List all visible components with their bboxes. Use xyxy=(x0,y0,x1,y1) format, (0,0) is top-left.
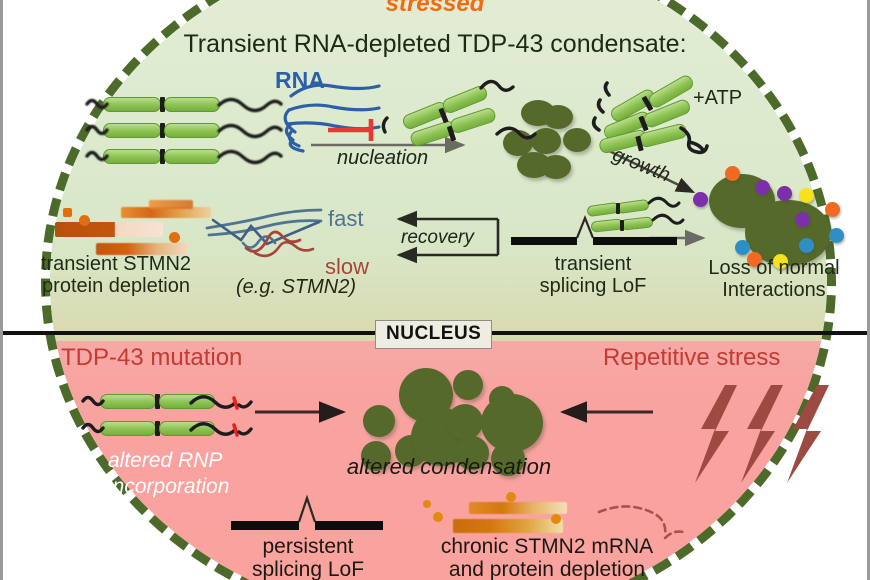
altered-rnp-line1: altered RNP xyxy=(108,449,223,472)
punctum xyxy=(563,128,591,152)
chronic-blot-band xyxy=(453,519,563,533)
nuclear-envelope-left-tail xyxy=(3,331,43,335)
recovery-label: recovery xyxy=(401,227,474,248)
persistent-splicing-line2: splicing LoF xyxy=(251,557,365,580)
blot-speck xyxy=(79,215,90,226)
altered-condensation-label: altered condensation xyxy=(346,454,552,479)
blot-band-main xyxy=(55,222,163,237)
mutant-rrm1 xyxy=(100,421,156,436)
repetitive-stress-label: Repetitive stress xyxy=(603,344,781,371)
altered-rnp-label: altered RNP incorporation xyxy=(108,448,229,501)
nucleus-label: NUCLEUS xyxy=(375,320,493,349)
chronic-blot-speck xyxy=(506,492,516,502)
stressed-title: stressed xyxy=(385,0,485,17)
droplet xyxy=(453,370,483,400)
chronic-blot-speck xyxy=(551,514,561,524)
eg-stmn2-label: (e.g. STMN2) xyxy=(236,276,357,298)
nuclear-envelope-right-tail xyxy=(827,331,867,335)
tdp43-rrm1 xyxy=(103,123,161,138)
lightning-bolt-icon xyxy=(695,385,737,483)
tdp43-linker xyxy=(160,149,165,164)
tdp43-linker xyxy=(160,97,165,112)
nucleation-label: nucleation xyxy=(337,147,429,169)
client-dot-orange xyxy=(747,252,762,267)
tdp43-rrm1 xyxy=(103,149,161,164)
blot-band-smear xyxy=(121,207,211,218)
loss-line1: Loss of normal xyxy=(708,257,840,279)
mutant-linker xyxy=(155,421,160,436)
client-dot-yellow xyxy=(799,188,814,203)
headline-title: Transient RNA-depleted TDP-43 condensate… xyxy=(183,30,687,58)
tdp43-mutation-label: TDP-43 mutation xyxy=(61,344,243,371)
chronic-stmn2-line1: chronic STMN2 mRNA xyxy=(440,535,654,558)
lightning-bolt-icon xyxy=(787,385,829,483)
tdp43-oligomer-nucleus xyxy=(396,83,506,156)
transient-splicing-label: transient splicing LoF xyxy=(503,253,683,297)
chronic-blot-speck xyxy=(423,500,431,508)
transient-stmn2-line1: transient STMN2 xyxy=(40,253,192,275)
repetitive-stress-bolts xyxy=(693,385,843,500)
client-dot-purple xyxy=(693,192,708,207)
mutant-rrm1 xyxy=(100,394,156,409)
punctum xyxy=(541,155,571,179)
chronic-blot-speck xyxy=(433,512,443,522)
dimer-linker xyxy=(620,220,624,231)
client-dot-blue xyxy=(799,238,814,253)
rna-label: RNA xyxy=(275,67,325,93)
atp-label: +ATP xyxy=(693,87,743,109)
client-dot-purple xyxy=(795,212,810,227)
tdp43-rrm1 xyxy=(103,97,161,112)
loss-of-interactions-label: Loss of normal Interactions xyxy=(675,257,867,301)
loss-line2: Interactions xyxy=(722,278,826,301)
transient-stmn2-label: transient STMN2 protein depletion xyxy=(11,253,221,297)
blot-speck xyxy=(63,208,72,217)
bolt-icons xyxy=(695,385,829,483)
droplet xyxy=(361,441,391,471)
droplet xyxy=(491,442,525,476)
punctum xyxy=(543,105,573,129)
droplet xyxy=(363,405,395,437)
transient-splicing-line1: transient xyxy=(554,253,632,275)
tdp43-rrm2 xyxy=(164,123,220,138)
client-dot-blue xyxy=(829,228,844,243)
blot-band-lower xyxy=(96,243,188,255)
tdp43-rrm2 xyxy=(164,97,220,112)
persistent-splicing-label: persistent splicing LoF xyxy=(217,535,399,580)
client-dot-orange xyxy=(825,202,840,217)
chronic-stmn2-line2: and protein depletion xyxy=(448,557,646,580)
mutant-rrm2 xyxy=(159,394,215,409)
tdp43-linker xyxy=(160,123,165,138)
persistent-splicing-line1: persistent xyxy=(262,535,354,558)
client-dot-yellow xyxy=(773,254,788,269)
altered-rnp-line2: incorporation xyxy=(108,475,230,499)
chronic-blot-band xyxy=(469,502,567,514)
chronic-stmn2-label: chronic STMN2 mRNA and protein depletion xyxy=(407,535,687,580)
client-dot-blue xyxy=(735,240,750,255)
punctum xyxy=(531,128,561,154)
blot-band-smear xyxy=(149,200,193,209)
transient-stmn2-line2: protein depletion xyxy=(42,274,190,297)
dimer-linker xyxy=(616,203,620,214)
blot-speck xyxy=(169,232,180,243)
transient-splicing-line2: splicing LoF xyxy=(539,274,647,297)
lightning-bolt-icon xyxy=(741,385,783,483)
slow-label: slow xyxy=(325,254,370,279)
cytoplasm-region xyxy=(50,0,827,341)
client-dot-purple xyxy=(755,180,770,195)
client-dot-orange xyxy=(725,166,740,181)
tdp43-rrm2 xyxy=(164,149,220,164)
mutant-rrm2 xyxy=(159,421,215,436)
client-dot-purple xyxy=(777,186,792,201)
droplet xyxy=(455,436,489,470)
mutant-linker xyxy=(155,394,160,409)
droplet xyxy=(447,404,483,440)
fast-label: fast xyxy=(328,206,364,231)
